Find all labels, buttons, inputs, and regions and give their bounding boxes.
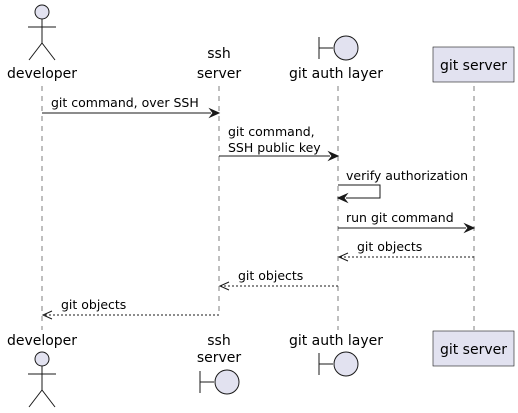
boundary-icon <box>199 369 240 395</box>
participant-developer-bottom: developer <box>7 333 77 408</box>
arrowhead <box>208 107 221 119</box>
participant-git-server-bottom: git server <box>432 330 515 367</box>
participant-label-line2: server <box>197 350 242 366</box>
message-git-auth-layer-to-ssh-server: git objects <box>218 268 338 291</box>
message-ssh-server-to-developer: git objects <box>41 297 219 320</box>
participant-git-auth-layer-top: git auth layer <box>289 35 383 82</box>
participant-label: git server <box>440 58 507 74</box>
arrowhead <box>41 310 53 320</box>
actor-icon <box>28 351 56 408</box>
participant-label: git auth layer <box>289 66 383 82</box>
arrowhead <box>463 222 476 234</box>
message-label: run git command <box>346 210 454 225</box>
message-label: git objects <box>238 268 303 283</box>
participant-label: git auth layer <box>289 333 383 349</box>
message-label: verify authorization <box>346 168 468 183</box>
participant-label-line1: ssh <box>207 333 230 349</box>
message-git-auth-layer-to-git-server: run git command <box>338 210 476 234</box>
arrowhead <box>337 252 349 262</box>
message-label-line1: git command, <box>228 124 315 139</box>
message-arrow-line <box>338 184 381 199</box>
message-git-auth-layer-self: verify authorization <box>336 168 468 204</box>
message-ssh-server-to-git-auth-layer: git command, SSH public key <box>219 124 340 162</box>
message-git-server-to-git-auth-layer: git objects <box>337 239 474 262</box>
actor-icon <box>28 4 56 61</box>
participant-ssh-server-bottom: ssh server <box>197 333 242 395</box>
participant-label: developer <box>7 66 77 82</box>
participant-git-server-top: git server <box>432 46 515 83</box>
arrowhead <box>336 192 349 204</box>
participant-label-line1: ssh <box>207 46 230 62</box>
message-label-line2: SSH public key <box>228 140 321 155</box>
arrowhead <box>327 150 340 162</box>
message-label: git command, over SSH <box>51 95 199 110</box>
message-label: git objects <box>357 239 422 254</box>
boundary-icon <box>318 35 359 61</box>
boundary-icon <box>318 351 359 377</box>
participant-ssh-server-top: ssh server <box>197 46 242 82</box>
message-developer-to-ssh-server: git command, over SSH <box>42 95 221 119</box>
participant-label-line2: server <box>197 66 242 82</box>
participant-label: git server <box>440 342 507 358</box>
arrowhead <box>218 281 230 291</box>
message-label: git objects <box>61 297 126 312</box>
participant-label: developer <box>7 333 77 349</box>
participant-developer-top: developer <box>7 4 77 82</box>
participant-git-auth-layer-bottom: git auth layer <box>289 333 383 377</box>
